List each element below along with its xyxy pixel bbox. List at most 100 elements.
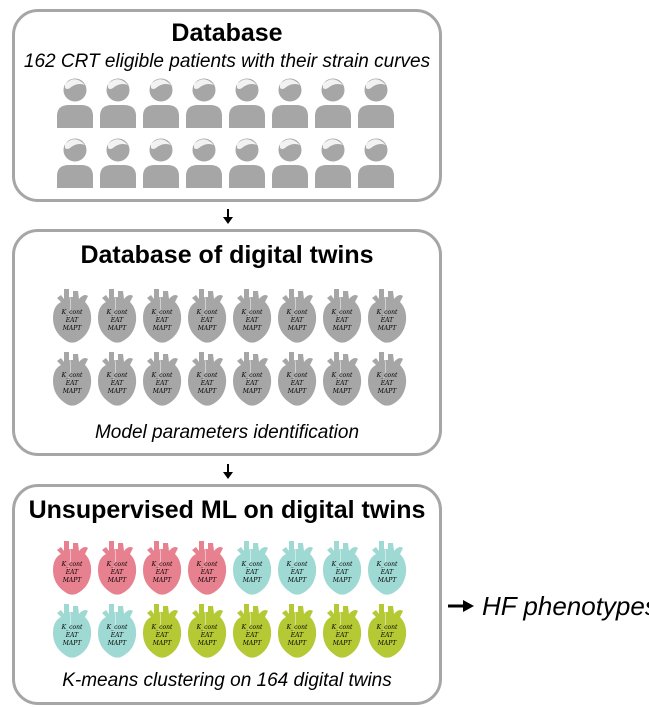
svg-text:MAPT: MAPT	[242, 640, 263, 647]
svg-text:EAT: EAT	[155, 380, 169, 387]
svg-text:MAPT: MAPT	[242, 577, 263, 584]
svg-text:EAT: EAT	[335, 569, 349, 576]
ml-subtitle: K-means clustering on 164 digital twins	[62, 670, 392, 691]
svg-text:EAT: EAT	[155, 632, 169, 639]
svg-text:EAT: EAT	[110, 632, 124, 639]
svg-text:EAT: EAT	[110, 317, 124, 324]
svg-text:K_cont: K_cont	[61, 561, 83, 568]
svg-text:K_cont: K_cont	[61, 372, 83, 379]
svg-text:K_cont: K_cont	[151, 309, 173, 316]
svg-text:K_cont: K_cont	[376, 372, 398, 379]
database-subtitle: 162 CRT eligible patients with their str…	[23, 51, 431, 72]
svg-text:MAPT: MAPT	[152, 388, 173, 395]
svg-text:MAPT: MAPT	[197, 388, 218, 395]
patient-icon	[272, 137, 308, 188]
svg-text:MAPT: MAPT	[377, 577, 398, 584]
svg-text:EAT: EAT	[155, 317, 169, 324]
svg-text:K_cont: K_cont	[331, 309, 353, 316]
svg-text:K_cont: K_cont	[61, 309, 83, 316]
svg-text:K_cont: K_cont	[286, 309, 308, 316]
svg-text:EAT: EAT	[290, 569, 304, 576]
svg-text:EAT: EAT	[290, 317, 304, 324]
svg-text:K_cont: K_cont	[106, 372, 128, 379]
svg-text:MAPT: MAPT	[242, 325, 263, 332]
svg-text:K_cont: K_cont	[241, 372, 263, 379]
svg-text:EAT: EAT	[245, 317, 259, 324]
svg-text:EAT: EAT	[290, 380, 304, 387]
right-arrow-icon	[448, 600, 474, 612]
twins-title: Database of digital twins	[80, 241, 374, 269]
svg-text:MAPT: MAPT	[287, 577, 308, 584]
svg-text:MAPT: MAPT	[332, 325, 353, 332]
svg-text:EAT: EAT	[65, 317, 79, 324]
patient-icon	[100, 137, 136, 188]
patient-icon	[272, 77, 308, 128]
svg-text:MAPT: MAPT	[197, 640, 218, 647]
patient-icon	[229, 137, 265, 188]
svg-text:K_cont: K_cont	[331, 624, 353, 631]
svg-text:EAT: EAT	[65, 569, 79, 576]
svg-text:MAPT: MAPT	[287, 388, 308, 395]
svg-text:EAT: EAT	[110, 380, 124, 387]
svg-text:K_cont: K_cont	[331, 561, 353, 568]
svg-text:K_cont: K_cont	[196, 624, 218, 631]
svg-text:MAPT: MAPT	[107, 577, 128, 584]
svg-text:K_cont: K_cont	[196, 561, 218, 568]
svg-text:EAT: EAT	[200, 380, 214, 387]
svg-text:K_cont: K_cont	[106, 309, 128, 316]
svg-text:MAPT: MAPT	[332, 640, 353, 647]
patient-icon	[143, 137, 179, 188]
svg-text:MAPT: MAPT	[107, 640, 128, 647]
svg-text:EAT: EAT	[380, 569, 394, 576]
patient-icon	[143, 77, 179, 128]
svg-text:K_cont: K_cont	[376, 624, 398, 631]
svg-text:K_cont: K_cont	[196, 309, 218, 316]
patient-icon	[358, 137, 394, 188]
svg-text:EAT: EAT	[110, 569, 124, 576]
svg-text:K_cont: K_cont	[286, 372, 308, 379]
patient-grid	[15, 12, 439, 199]
svg-text:MAPT: MAPT	[62, 388, 83, 395]
svg-text:EAT: EAT	[380, 632, 394, 639]
output-label: HF phenotypes	[482, 590, 649, 621]
svg-text:EAT: EAT	[335, 632, 349, 639]
svg-text:K_cont: K_cont	[106, 561, 128, 568]
database-box: Database 162 CRT eligible patients with …	[12, 9, 442, 202]
patient-icon	[186, 77, 222, 128]
svg-text:K_cont: K_cont	[106, 624, 128, 631]
svg-text:EAT: EAT	[200, 317, 214, 324]
twins-subtitle: Model parameters identification	[94, 422, 360, 443]
svg-text:EAT: EAT	[200, 632, 214, 639]
svg-text:MAPT: MAPT	[62, 640, 83, 647]
svg-text:EAT: EAT	[200, 569, 214, 576]
patient-icon	[229, 77, 265, 128]
patient-icon	[315, 137, 351, 188]
svg-text:K_cont: K_cont	[286, 624, 308, 631]
svg-text:K_cont: K_cont	[376, 309, 398, 316]
svg-text:K_cont: K_cont	[241, 561, 263, 568]
svg-text:MAPT: MAPT	[197, 325, 218, 332]
svg-text:EAT: EAT	[380, 317, 394, 324]
svg-text:MAPT: MAPT	[287, 325, 308, 332]
svg-text:K_cont: K_cont	[286, 561, 308, 568]
svg-text:K_cont: K_cont	[196, 372, 218, 379]
svg-text:MAPT: MAPT	[332, 577, 353, 584]
svg-text:EAT: EAT	[245, 380, 259, 387]
svg-text:MAPT: MAPT	[377, 388, 398, 395]
svg-text:K_cont: K_cont	[331, 372, 353, 379]
